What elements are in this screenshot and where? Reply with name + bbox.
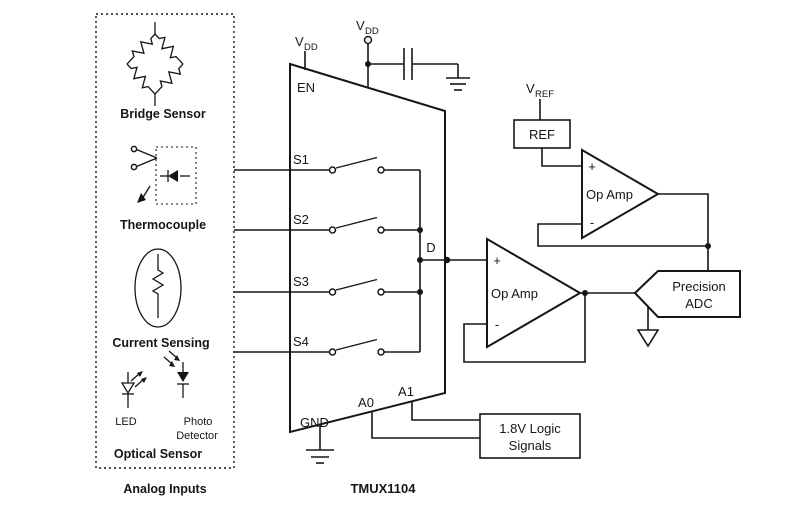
- ref-block-label: REF: [529, 127, 555, 142]
- mux-ground: GND: [300, 415, 334, 464]
- thermocouple-arrow-icon: [137, 193, 146, 203]
- pin-label-s1: S1: [293, 152, 309, 167]
- mux-switch-s3: S3: [290, 274, 420, 296]
- led-label: LED: [115, 416, 136, 428]
- photo-detector-label-line2: Detector: [176, 430, 218, 442]
- vref-subscript: REF: [535, 89, 554, 100]
- photo-detector-icon: [177, 372, 189, 382]
- pin-label-en: EN: [297, 80, 315, 95]
- vdd-left-subscript: DD: [304, 42, 318, 53]
- mux-switch-s1: S1: [290, 152, 420, 174]
- thermocouple-diode-icon: [168, 170, 178, 182]
- adc-label-line2: ADC: [685, 296, 712, 311]
- photo-detector-label-line1: Photo: [184, 416, 213, 428]
- opamp-top-label: Op Amp: [586, 187, 633, 202]
- vdd-terminal-icon: [363, 35, 373, 45]
- vdd-supply-left: V DD: [295, 34, 318, 70]
- adc-body: [633, 270, 741, 318]
- vref-label: V: [526, 81, 535, 96]
- thermocouple-sensor: Thermocouple: [120, 145, 206, 232]
- pin-label-gnd: GND: [300, 415, 329, 430]
- optical-sensor-label: Optical Sensor: [114, 447, 202, 461]
- mux-tmux1104: EN S1 S2 S3 S4: [289, 62, 487, 496]
- opamp-main-body: [486, 237, 582, 349]
- current-sensing-label: Current Sensing: [112, 336, 209, 350]
- analog-inputs-panel: Analog Inputs Bridge Sensor Thermocouple: [95, 13, 290, 496]
- pin-label-a0: A0: [358, 395, 374, 410]
- pin-label-a1: A1: [398, 384, 414, 399]
- precision-adc: Precision ADC: [633, 270, 741, 348]
- pin-label-d: D: [426, 240, 435, 255]
- opamp-top-plus: +: [588, 159, 596, 174]
- vdd-left-label: V: [295, 34, 304, 49]
- logic-label-line1: 1.8V Logic: [499, 421, 561, 436]
- opamp-buffer-top: + Op Amp -: [537, 148, 711, 271]
- vdd-supply-top: V DD: [356, 18, 404, 89]
- pin-label-s2: S2: [293, 212, 309, 227]
- opamp-top-minus: -: [590, 215, 594, 230]
- opamp-main-label: Op Amp: [491, 286, 538, 301]
- pin-label-s3: S3: [293, 274, 309, 289]
- analog-inputs-border: [95, 13, 235, 469]
- thermocouple-label: Thermocouple: [120, 218, 206, 232]
- optical-sensor: LED Photo Detector Optical Sensor: [114, 350, 218, 461]
- mux-output-bus: D: [417, 170, 487, 352]
- bridge-sensor-label: Bridge Sensor: [120, 107, 206, 121]
- part-number-label: TMUX1104: [350, 481, 416, 496]
- mux-address-pins: A0 A1: [358, 384, 480, 439]
- led-icon: [120, 382, 136, 395]
- pin-label-s4: S4: [293, 334, 309, 349]
- current-sensor: Current Sensing: [112, 248, 210, 350]
- adc-ground-icon: [636, 329, 660, 348]
- mux-switch-s4: S4: [290, 334, 420, 356]
- adc-label-line1: Precision: [672, 279, 725, 294]
- opamp-buffer-main: + Op Amp -: [463, 237, 635, 363]
- decoupling-capacitor: [403, 48, 470, 91]
- opamp-main-plus: +: [493, 253, 501, 268]
- ref-block: REF: [513, 119, 582, 167]
- vdd-top-label: V: [356, 18, 365, 33]
- vdd-top-subscript: DD: [365, 26, 379, 37]
- logic-signals-box: 1.8V Logic Signals: [479, 413, 581, 459]
- mux-body: [289, 62, 446, 434]
- analog-inputs-label: Analog Inputs: [123, 482, 206, 496]
- mux-switch-s2: S2: [290, 212, 420, 234]
- sensor-wires: [234, 169, 290, 353]
- opamp-top-body: [581, 148, 660, 240]
- opamp-main-minus: -: [495, 317, 499, 332]
- logic-label-line2: Signals: [509, 438, 552, 453]
- vref-supply: V REF: [526, 81, 554, 120]
- bridge-sensor: Bridge Sensor: [120, 22, 206, 121]
